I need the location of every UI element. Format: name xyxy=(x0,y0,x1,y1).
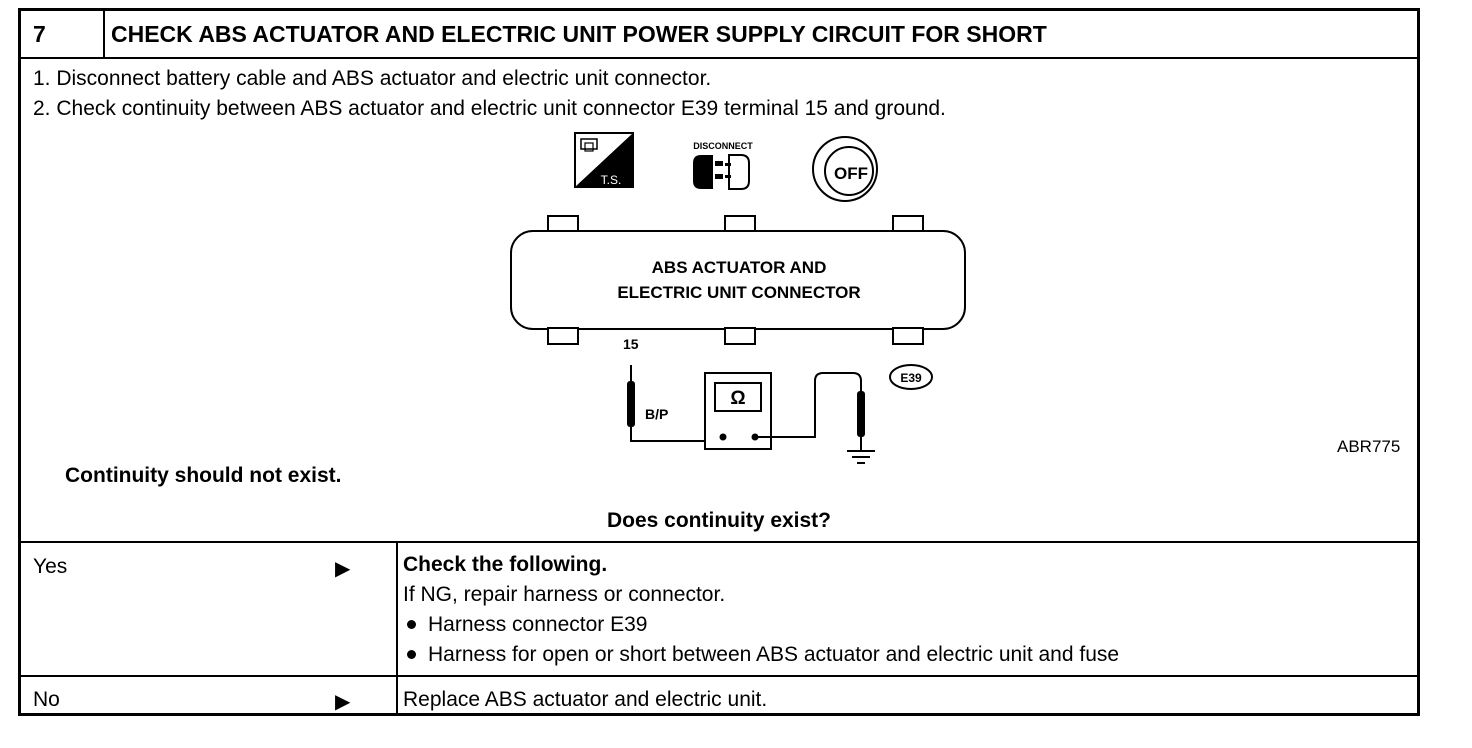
svg-text:E39: E39 xyxy=(900,371,922,385)
answer-yes-label: Yes xyxy=(33,555,68,578)
instruction-1: 1. Disconnect battery cable and ABS actu… xyxy=(33,67,712,90)
connector-code-badge: E39 xyxy=(889,364,933,390)
disconnect-label: DISCONNECT xyxy=(693,141,753,151)
divider xyxy=(396,543,398,713)
ignition-off-icon: OFF xyxy=(812,136,878,202)
step-title: CHECK ABS ACTUATOR AND ELECTRIC UNIT POW… xyxy=(111,21,1047,47)
terminal-side-icon: T.S. xyxy=(574,132,634,188)
answer-yes-result: Check the following. If NG, repair harne… xyxy=(403,550,1119,670)
connector-label-2: ELECTRIC UNIT CONNECTOR xyxy=(617,283,860,302)
wire-color-label: B/P xyxy=(645,406,668,422)
procedure-table: 7 CHECK ABS ACTUATOR AND ELECTRIC UNIT P… xyxy=(18,8,1420,716)
ohm-symbol: Ω xyxy=(730,388,745,409)
yes-line: If NG, repair harness or connector. xyxy=(403,583,726,606)
divider xyxy=(21,675,1417,677)
bullet-icon xyxy=(407,649,416,659)
specification: Continuity should not exist. xyxy=(65,464,342,487)
answer-no-label: No xyxy=(33,688,60,711)
connector-body xyxy=(510,230,966,330)
yes-heading: Check the following. xyxy=(403,553,608,576)
divider xyxy=(21,541,1417,543)
bullet-icon xyxy=(407,619,416,629)
terminal-number: 15 xyxy=(623,336,639,352)
figure-code: ABR775 xyxy=(1337,437,1401,456)
list-item: Harness connector E39 xyxy=(403,610,1119,640)
question: Does continuity exist? xyxy=(606,509,832,532)
arrow-right-icon: ▶ xyxy=(335,558,351,580)
answer-no-result: Replace ABS actuator and electric unit. xyxy=(403,688,768,711)
list-item: Harness for open or short between ABS ac… xyxy=(403,640,1119,670)
disconnect-icon: DISCONNECT xyxy=(693,141,753,190)
instruction-2: 2. Check continuity between ABS actuator… xyxy=(33,97,946,120)
arrow-right-icon: ▶ xyxy=(335,691,351,713)
step-header: 7 CHECK ABS ACTUATOR AND ELECTRIC UNIT P… xyxy=(21,11,1417,59)
ts-label: T.S. xyxy=(601,173,622,187)
continuity-diagram: T.S. DISCONNECT OFF ABS ACTUATOR AND ELE… xyxy=(510,132,966,464)
ground-icon xyxy=(847,450,875,464)
probe-right xyxy=(857,391,865,437)
off-label: OFF xyxy=(834,164,868,183)
probe-left xyxy=(627,381,635,427)
connector-label-1: ABS ACTUATOR AND xyxy=(652,258,827,277)
step-number: 7 xyxy=(21,11,105,57)
